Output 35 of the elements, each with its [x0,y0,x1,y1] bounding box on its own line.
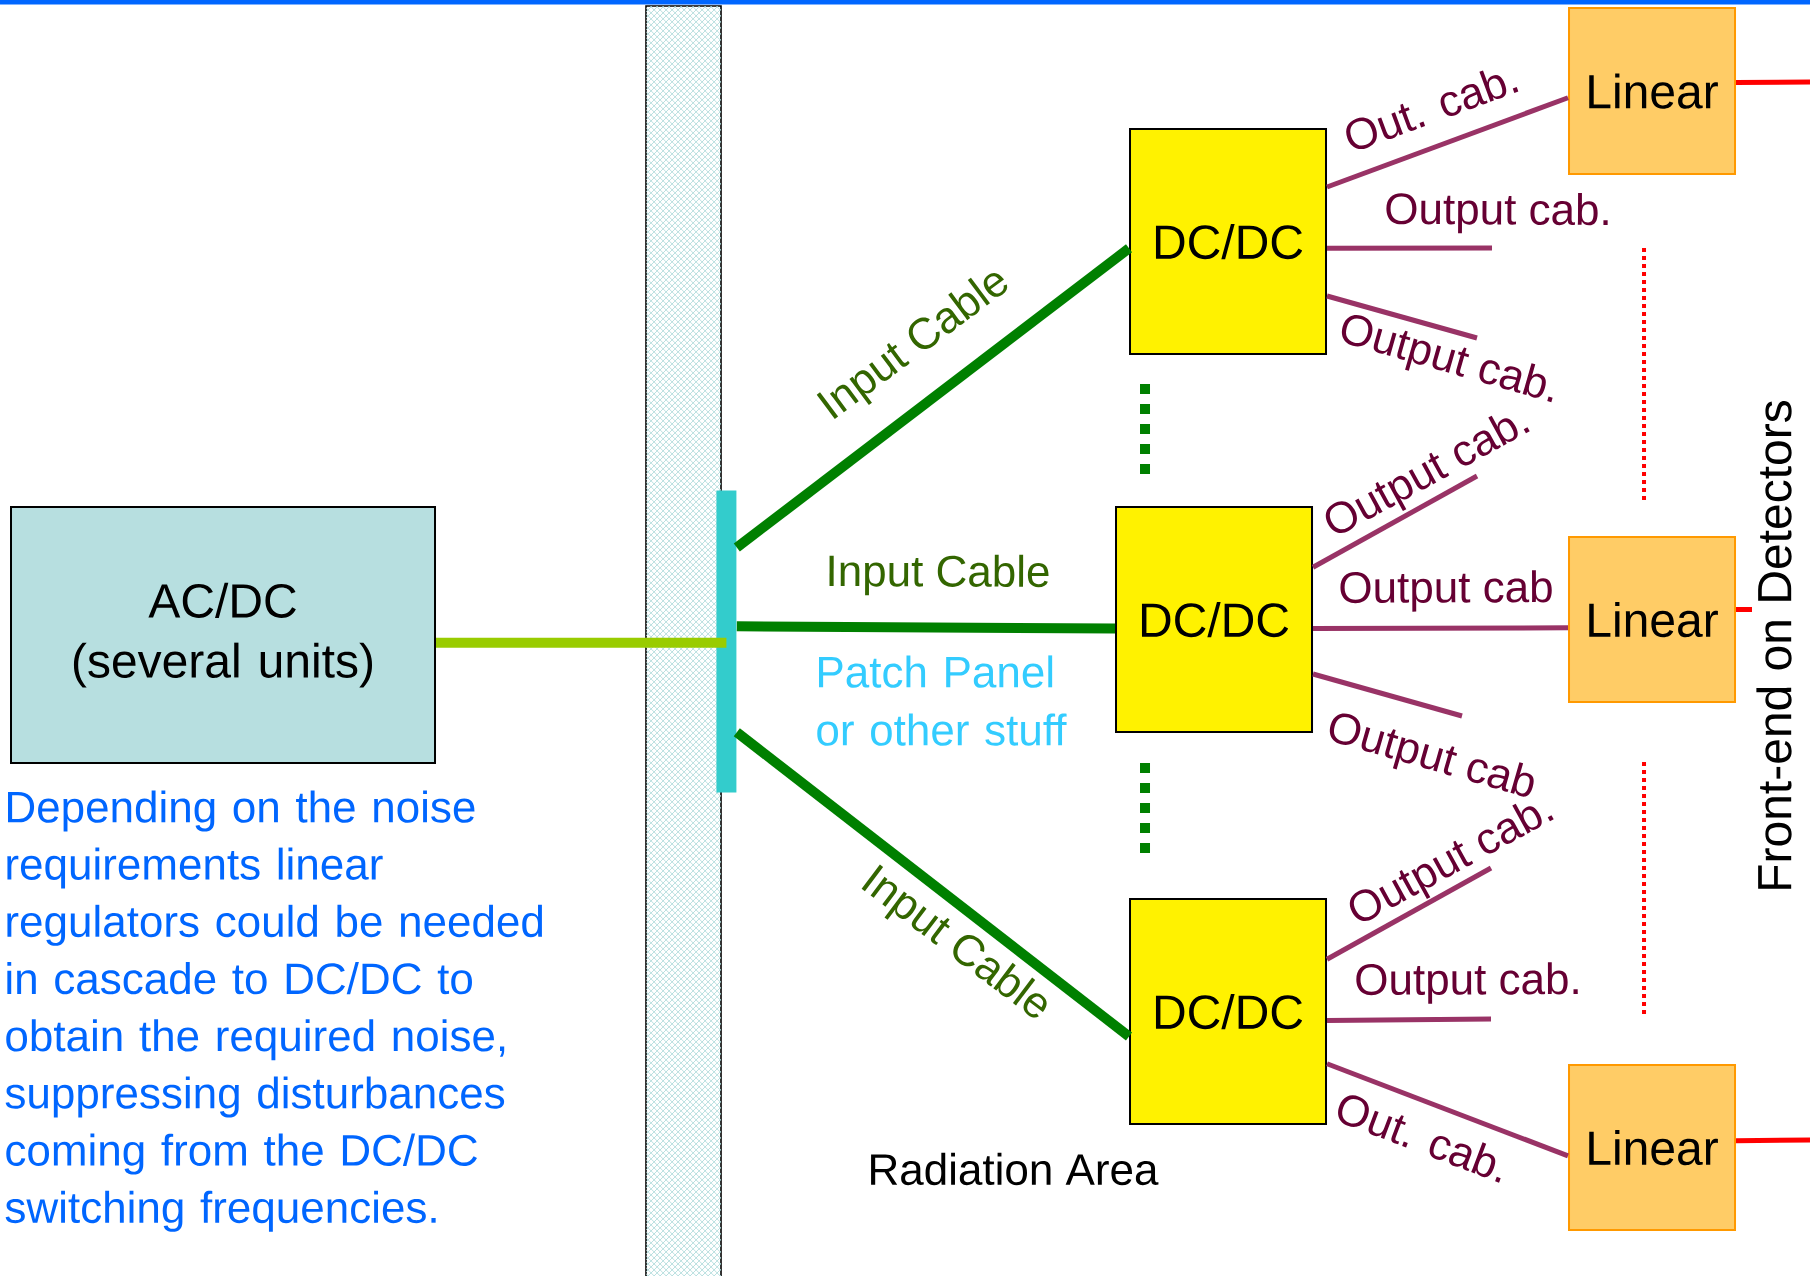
cable-line [1325,865,1493,962]
edge-label: Out. cab. [1346,70,1519,150]
cable-line [1327,1016,1492,1024]
edge-label: Output cab. [1386,192,1608,234]
cable-line [733,244,1133,552]
cable-line [1326,95,1569,190]
ac-dc-box: AC/DC (several units) [10,506,436,764]
converter-box: DC/DC [1129,128,1327,355]
cable-line [736,621,1116,634]
regulator-box: Linear [1568,536,1736,703]
converter-box: DC/DC [1129,898,1327,1125]
cable-line [1736,1137,1810,1144]
edge-label: Output cab [1340,570,1552,612]
cable-line [436,637,727,648]
cable-line [1326,293,1478,341]
area-label: Radiation Area [863,1148,1163,1190]
regulator-box: Linear [1568,1064,1736,1231]
cable-line [1736,607,1752,612]
converter-box: DC/DC [1115,506,1313,733]
edge-label: Out. cab. [1338,1095,1501,1183]
panel-caption: Patch Panel or other stuff [817,655,1067,746]
edge-label: Output cab. [1341,314,1553,403]
cable-line [1313,625,1568,632]
vertical-label: Front-end on Detectors [1752,395,1796,897]
edge-label: Output cab [1329,713,1534,797]
edge-label: Output cab. [1356,962,1578,1004]
note-paragraph: Depending on the noise requirements linear regulators could be needed in cascade to DC/DC to obtain the required noise, suppressing disturbances coming from the DC/DC switching frequencies. [5,790,543,1232]
edge-label: Input Cable [829,554,1049,596]
cable-line [1326,1061,1569,1159]
cable-line [1736,79,1810,86]
cable-line [1312,671,1463,719]
cable-line [1311,473,1479,570]
patch-panel-bar [716,490,737,793]
regulator-box: Linear [1568,7,1736,175]
cable-line [1327,245,1493,251]
